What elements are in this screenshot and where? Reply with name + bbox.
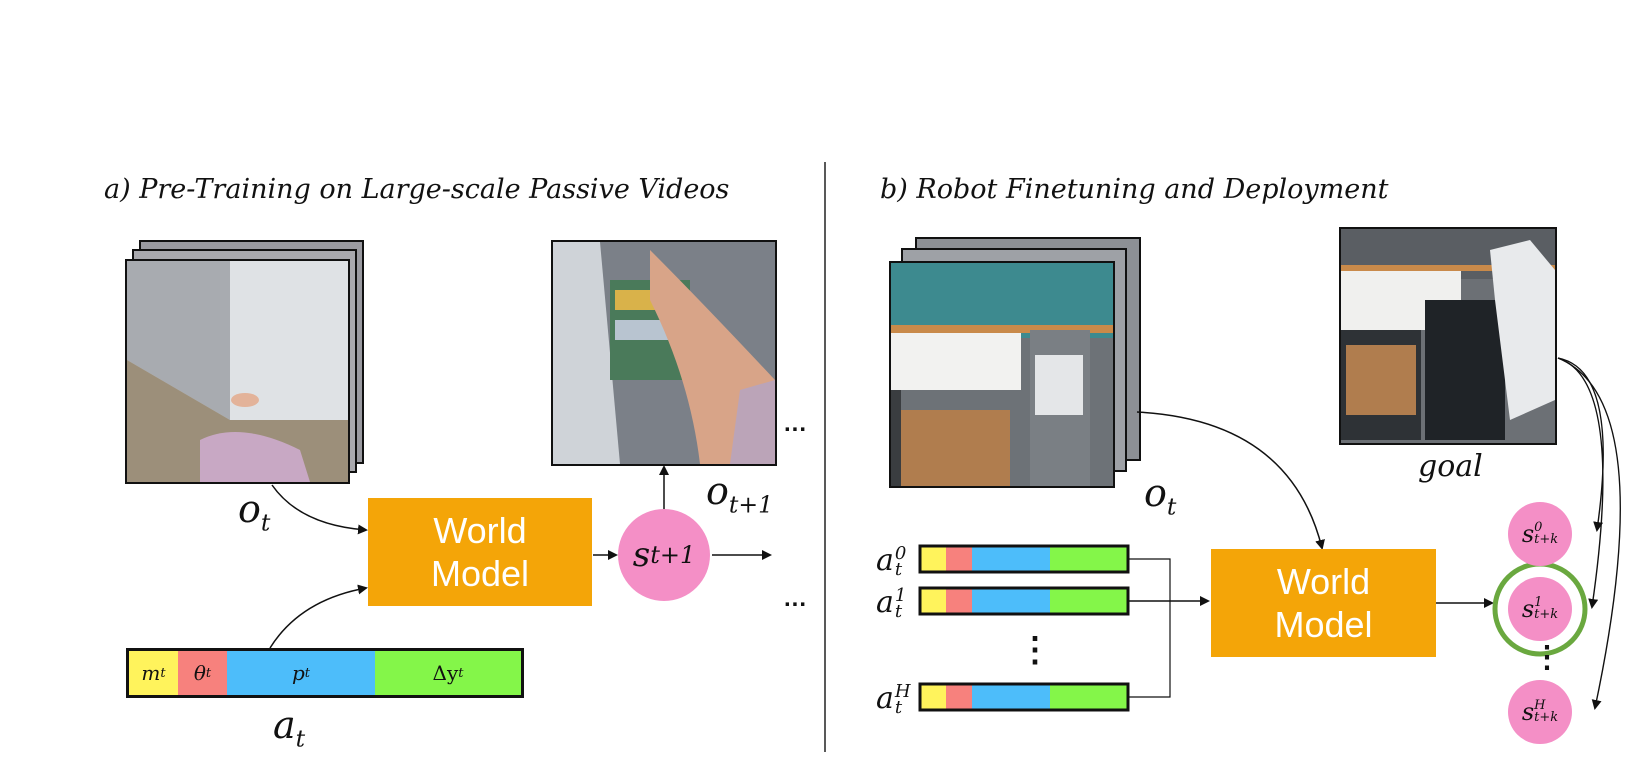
action-candidate-bar-1: [918, 586, 1130, 616]
next-observation-image-a: [551, 240, 777, 466]
observation-image-stack-b: [889, 237, 1141, 488]
action-label-a: at: [273, 703, 306, 753]
goal-label-b: goal: [1418, 449, 1483, 484]
next-obs-label-a: ot+1: [706, 469, 774, 519]
arrow-obs-to-world-model-a: [271, 484, 368, 535]
action-candidate-bar-H: [918, 682, 1130, 712]
observation-image-stack-a: [125, 240, 364, 484]
ellipsis-top-a: ...: [784, 410, 808, 437]
obs-label-b: ot: [1144, 471, 1177, 521]
panel-b-title: b) Robot Finetuning and Deployment: [880, 174, 1389, 205]
action-bracket-line: [1128, 558, 1171, 698]
vertical-ellipsis-actions: ⋮: [1018, 631, 1053, 669]
arrow-goal-to-state-H: [1557, 357, 1621, 710]
panel-a-title: a) Pre-Training on Large-scale Passive V…: [104, 174, 730, 205]
ellipsis-right-a: ...: [784, 585, 808, 612]
vertical-ellipsis-states: ⋮: [1532, 641, 1563, 674]
action-candidate-bar-0: [918, 544, 1130, 574]
arrow-obs-to-world-model-b: [1136, 411, 1325, 550]
goal-image-b: [1339, 227, 1557, 445]
obs-label-a: ot: [238, 487, 271, 537]
arrow-goal-to-state-0: [1557, 357, 1604, 532]
arrow-action-to-world-model-a: [269, 584, 368, 649]
